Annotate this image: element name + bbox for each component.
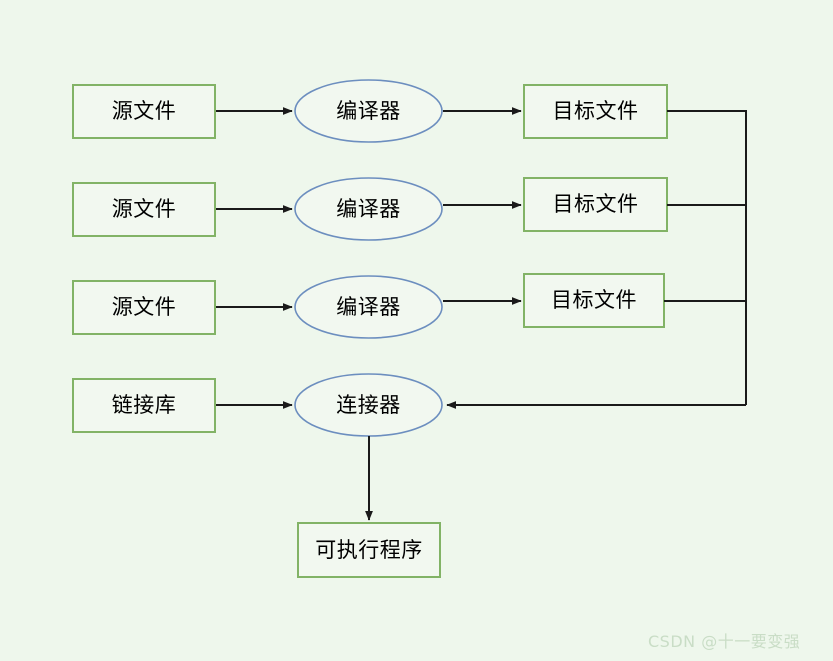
node-shape-obj1[interactable] [523, 84, 668, 139]
node-shape-lib[interactable] [72, 378, 216, 433]
node-shape-comp1[interactable] [294, 79, 443, 143]
edge-obj1-bus [667, 110, 747, 405]
node-shape-src3[interactable] [72, 280, 216, 335]
node-shape-obj3[interactable] [523, 273, 665, 328]
watermark-text: CSDN @十一要变强 [648, 632, 801, 651]
node-shape-link[interactable] [294, 373, 443, 437]
node-shape-exe[interactable] [297, 522, 441, 578]
node-shape-comp3[interactable] [294, 275, 443, 339]
node-shape-src1[interactable] [72, 84, 216, 139]
node-shape-src2[interactable] [72, 182, 216, 237]
node-shape-comp2[interactable] [294, 177, 443, 241]
node-shape-obj2[interactable] [523, 177, 668, 232]
